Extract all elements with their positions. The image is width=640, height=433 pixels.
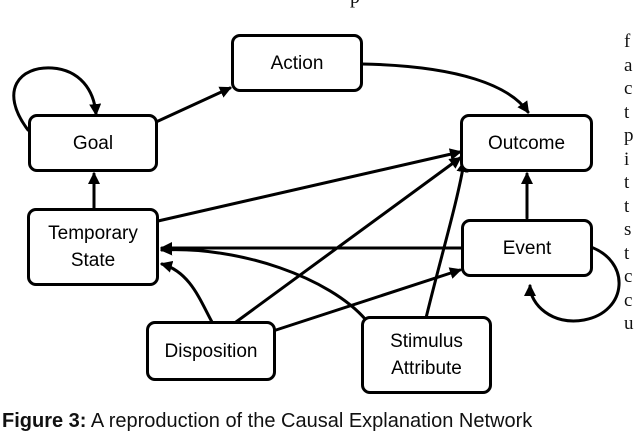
edge-stimulus-to-outcome (424, 160, 469, 320)
node-disposition: Disposition (146, 321, 276, 381)
node-action: Action (231, 34, 363, 92)
right-column-letter: t (624, 242, 630, 264)
node-stimulus-attribute-line1: Stimulus (390, 331, 463, 352)
node-temporary-state-line1: Temporary (48, 223, 138, 244)
right-column-letter: i (624, 148, 630, 170)
edge-action-to-outcome (360, 62, 530, 114)
right-column-letter: f (624, 31, 631, 52)
right-column-letter: t (624, 172, 630, 193)
node-goal: Goal (28, 114, 158, 172)
right-column-letter: a (624, 54, 633, 76)
node-action-label: Action (270, 52, 324, 74)
node-event-label: Event (502, 237, 552, 259)
edge-disposition-to-event (274, 267, 462, 332)
node-outcome-label: Outcome (487, 132, 566, 154)
right-column-letter: c (624, 266, 633, 287)
edge-stimulus-to-temporary-state (160, 243, 368, 322)
figure-caption: Figure 3: A reproduction of the Causal E… (2, 410, 532, 433)
node-event: Event (461, 219, 593, 277)
right-column-letter: t (624, 101, 630, 123)
node-stimulus-attribute-line2: Attribute (391, 358, 462, 379)
clipped-right-column-text: f a c t p i t t s t c c u (624, 30, 640, 336)
edge-disposition-to-outcome (234, 156, 462, 324)
figure-caption-label: Figure 3: (2, 410, 87, 432)
node-goal-label: Goal (72, 132, 114, 154)
edge-disposition-to-temporary-state (160, 260, 214, 324)
right-column-letter: c (624, 289, 633, 311)
figure-caption-text: A reproduction of the Causal Explanation… (86, 410, 533, 432)
edge-event-self-loop (524, 244, 621, 323)
node-outcome: Outcome (460, 114, 593, 172)
node-disposition-label: Disposition (164, 340, 258, 362)
node-temporary-state-line2: State (70, 250, 116, 271)
edge-temporary-state-to-outcome (156, 148, 462, 223)
right-column-letter: p (624, 125, 634, 146)
right-column-letter: t (624, 195, 630, 217)
right-column-letter: u (624, 313, 634, 334)
edge-goal-self-loop (12, 66, 102, 132)
edge-goal-to-action (154, 86, 232, 124)
node-temporary-state: Temporary State (27, 208, 159, 286)
right-column-letter: c (624, 78, 633, 99)
node-stimulus-attribute: Stimulus Attribute (361, 316, 492, 394)
clipped-top-text: p (350, 0, 360, 9)
right-column-letter: s (624, 219, 632, 240)
